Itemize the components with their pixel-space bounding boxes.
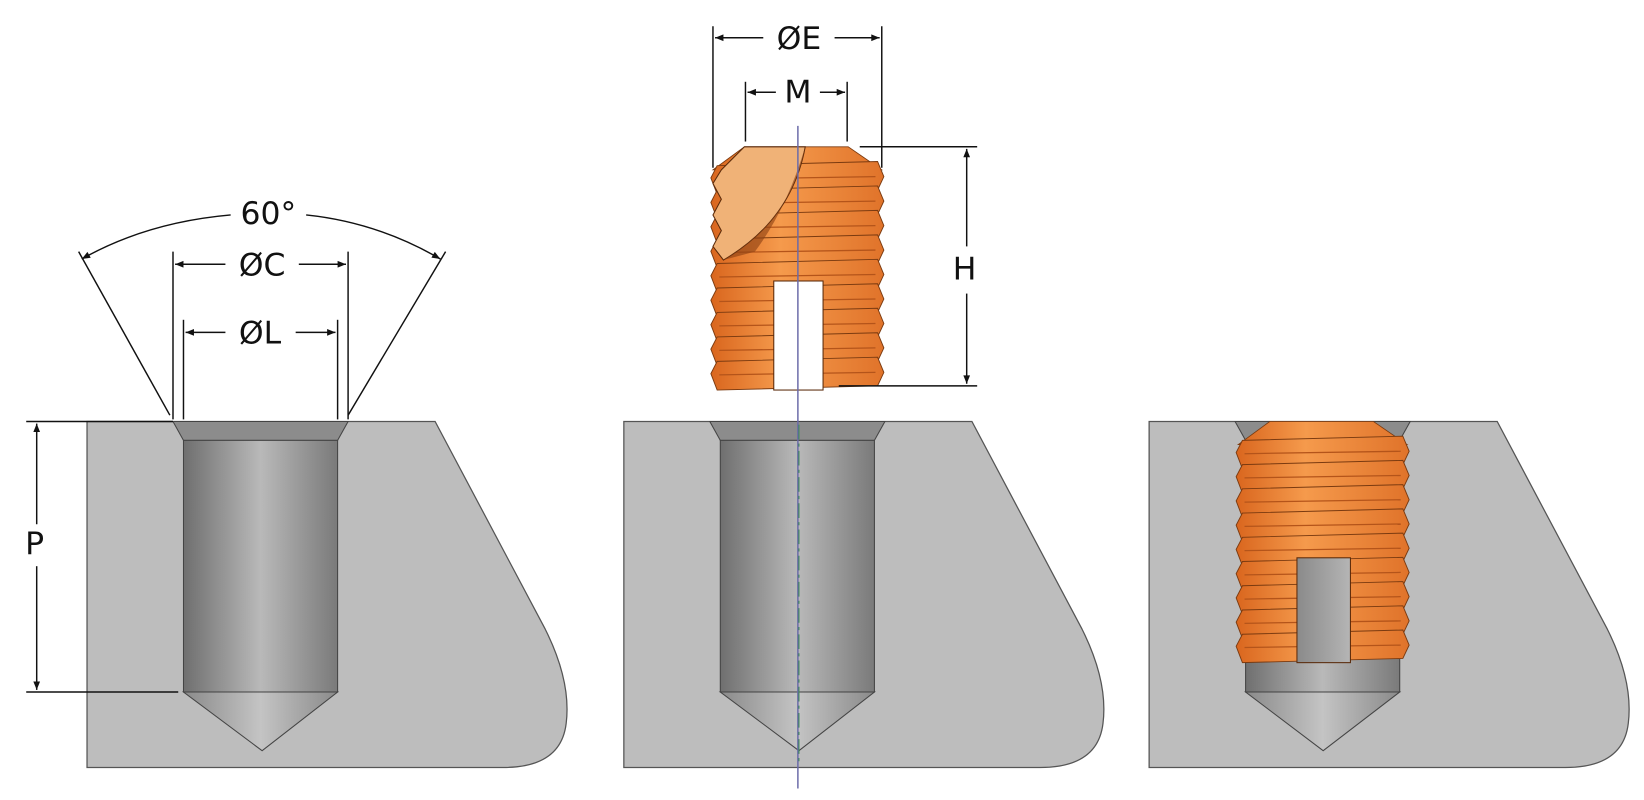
bore-diameter-label: ØL <box>239 315 282 351</box>
height-label: H <box>953 252 977 288</box>
thread-groove <box>1244 547 1401 552</box>
hole-view: P 60° ØC ØL <box>25 196 568 769</box>
thread-groove <box>1244 474 1401 479</box>
insert-slot <box>1296 557 1351 664</box>
insert-cutaway-shadow <box>723 146 806 261</box>
outer-diameter-label: ØE <box>777 21 822 57</box>
depth-dimension: P <box>25 420 179 693</box>
countersink-diameter-label: ØC <box>239 247 286 283</box>
angle-label: 60° <box>241 196 297 232</box>
thread-groove <box>1244 499 1401 503</box>
drilled-hole <box>172 420 349 752</box>
insert-installed-view <box>1148 420 1630 769</box>
outer-diameter-dimension: ØE <box>712 21 883 168</box>
insert-above-hole-view: ØE M H <box>623 21 1105 789</box>
bore-diameter-dimension: ØL <box>182 315 339 420</box>
thread-groove <box>1244 450 1401 455</box>
thread-size-dimension: M <box>744 74 848 142</box>
angle-dimension: 60° <box>77 196 447 416</box>
threaded-insert-installed <box>1235 421 1410 664</box>
thread-size-label: M <box>784 74 811 110</box>
countersink-diameter-dimension: ØC <box>172 247 349 420</box>
thread-groove <box>1244 523 1401 528</box>
depth-label: P <box>25 526 44 562</box>
height-dimension: H <box>838 146 978 387</box>
